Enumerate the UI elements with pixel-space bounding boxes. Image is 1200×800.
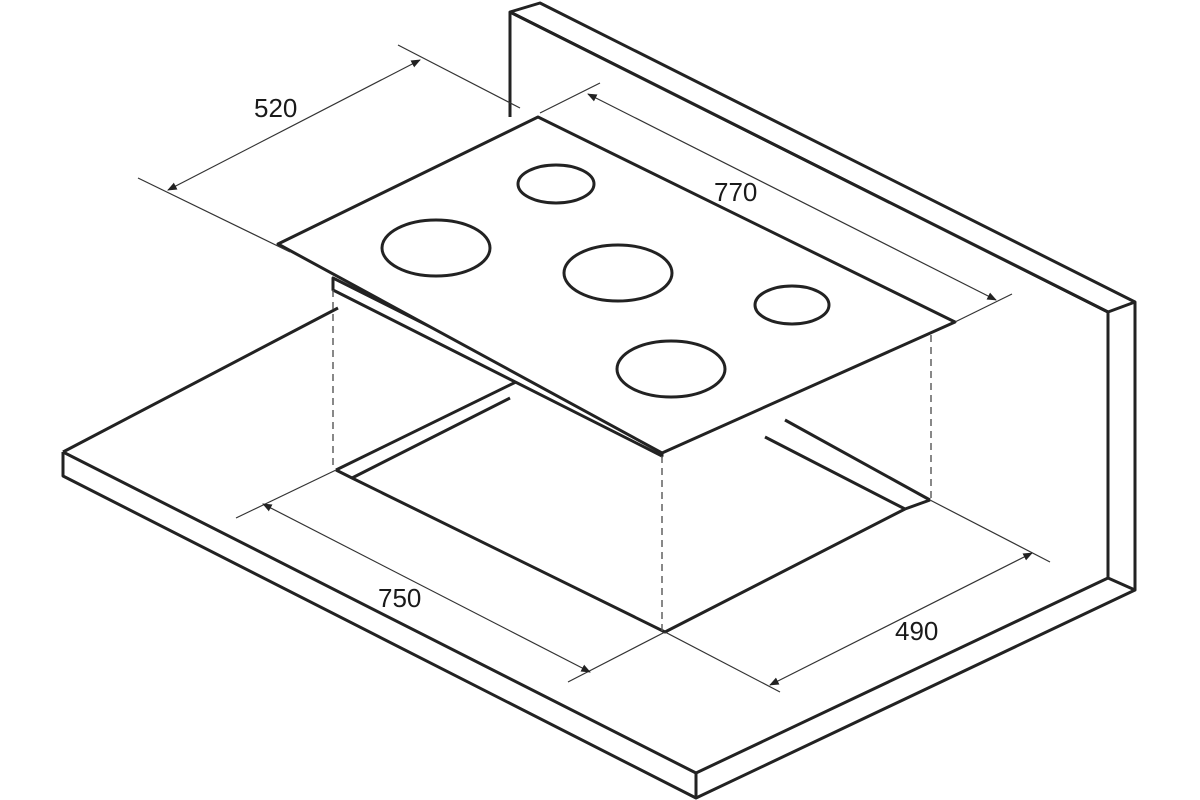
label-cutout-depth: 490 [895,616,938,646]
burner-front-large [615,339,727,399]
burner-left-large [380,218,492,278]
label-hob-depth: 520 [254,93,297,123]
hob-glass-top [276,115,957,455]
dimension-770 [539,82,1013,323]
label-hob-width: 770 [714,177,757,207]
dimension-490 [664,499,1051,693]
hob [276,115,957,458]
dimension-750 [235,469,666,683]
dimension-520 [137,44,521,253]
projection-lines [332,290,932,632]
label-cutout-width: 750 [378,583,421,613]
